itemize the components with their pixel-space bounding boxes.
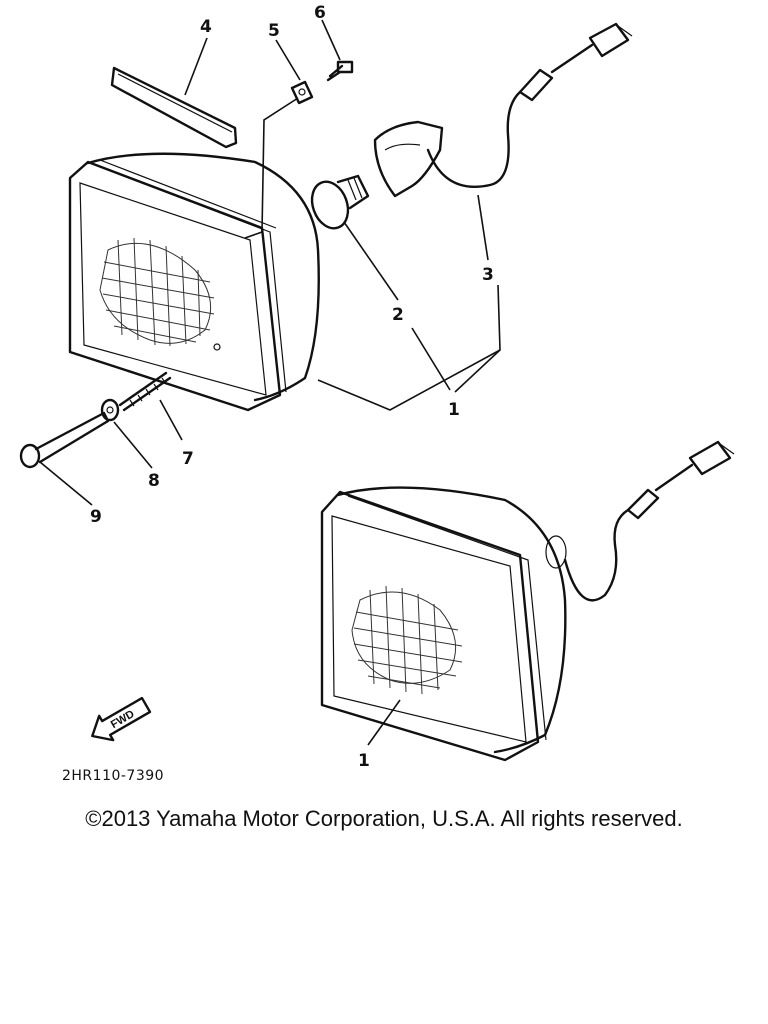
part-2-bulb [310, 174, 370, 230]
parts-diagram: FWD 4 5 6 2 3 1 7 8 9 1 2HR110-7390 [19, 3, 735, 784]
fwd-arrow-icon: FWD [91, 696, 152, 742]
part-7-adjust-screw [118, 371, 172, 412]
leader-lines [39, 19, 501, 746]
part-9-bolt [19, 411, 110, 469]
part-3-socket-cord [373, 22, 633, 198]
callout-6: 6 [314, 3, 326, 23]
callout-8: 8 [148, 471, 160, 491]
headlight-lower [320, 440, 735, 762]
diagram-code: 2HR110-7390 [62, 768, 164, 784]
callout-1-lower: 1 [358, 751, 370, 771]
callout-5: 5 [268, 21, 280, 41]
part-4-visor-strip [110, 66, 238, 149]
headlight-upper [68, 152, 320, 412]
callout-9: 9 [90, 507, 102, 527]
callout-7: 7 [182, 449, 194, 469]
copyright-notice: ©2013 Yamaha Motor Corporation, U.S.A. A… [85, 806, 683, 831]
part-8-washer [100, 398, 120, 422]
callout-1-upper: 1 [448, 400, 460, 420]
callout-4: 4 [200, 17, 212, 37]
callout-2: 2 [392, 305, 404, 325]
part-6-screw [326, 60, 354, 82]
callout-3: 3 [482, 265, 494, 285]
